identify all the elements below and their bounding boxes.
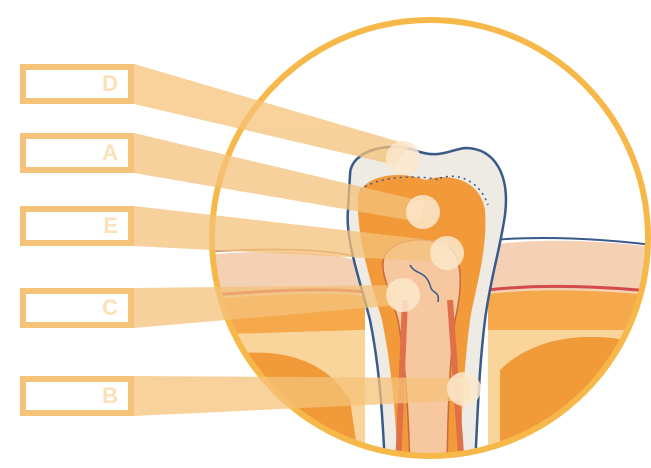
label-text-D: D xyxy=(102,71,118,97)
label-text-C: C xyxy=(102,295,118,321)
label-text-A: A xyxy=(102,140,118,166)
label-box-D[interactable]: D xyxy=(20,64,134,104)
label-text-B: B xyxy=(102,383,118,409)
marker-A xyxy=(406,195,440,229)
label-box-A[interactable]: A xyxy=(20,133,134,173)
label-box-B[interactable]: B xyxy=(20,376,134,416)
marker-D xyxy=(386,141,420,175)
label-text-E: E xyxy=(103,213,118,239)
label-box-E[interactable]: E xyxy=(20,206,134,246)
marker-E xyxy=(430,236,464,270)
marker-B xyxy=(447,372,481,406)
marker-C xyxy=(386,278,420,312)
label-box-C[interactable]: C xyxy=(20,288,134,328)
